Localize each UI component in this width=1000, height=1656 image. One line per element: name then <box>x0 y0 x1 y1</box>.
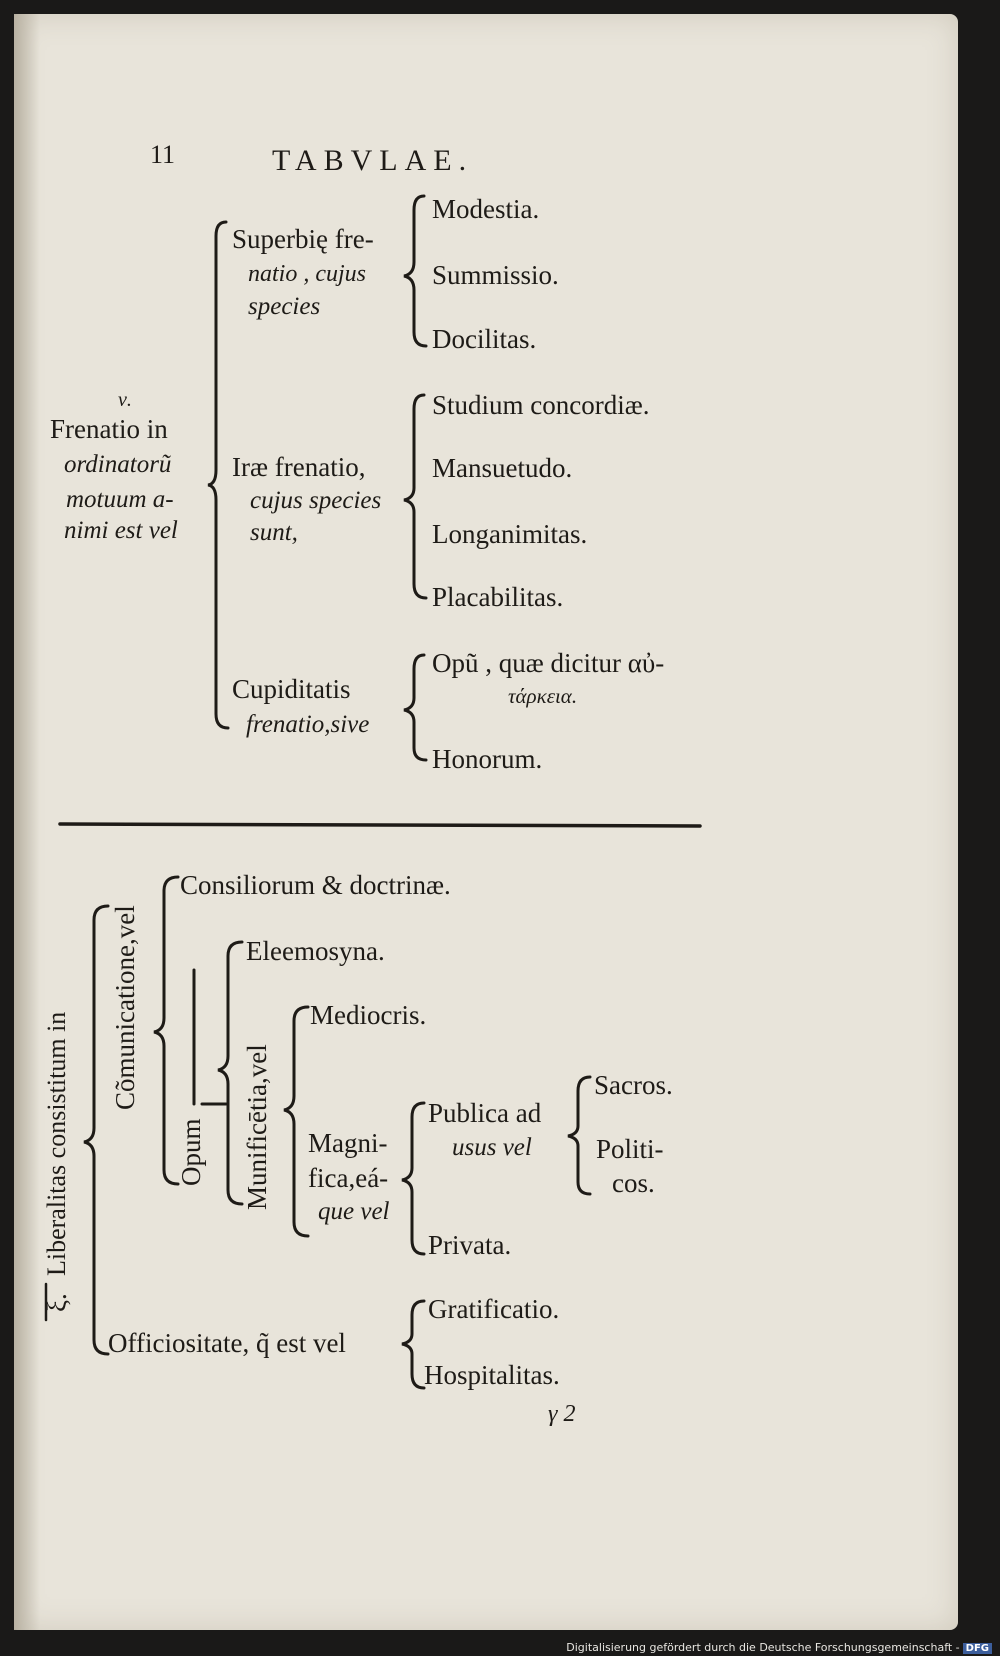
brace-mediocris-magnifica <box>283 1005 310 1238</box>
page-title: TABVLAE. <box>272 144 474 177</box>
politicos-line-1: Politi- <box>596 1134 664 1164</box>
magnifica-line-1: Magni- <box>308 1128 388 1158</box>
brace-munificentia <box>217 940 244 1206</box>
politicos-line-2: cos. <box>612 1168 655 1198</box>
superbia-line-1: Superbię fre- <box>232 224 374 254</box>
superbia-line-3: species <box>248 293 321 320</box>
brace-publica-privata <box>401 1101 426 1256</box>
book-page <box>14 14 958 1630</box>
cupiditas-line-1: Cupiditatis <box>232 674 351 704</box>
item-mansuetudo: Mansuetudo. <box>432 453 573 483</box>
dfg-logo-icon: DFG <box>962 1643 992 1654</box>
item-longanimitas: Longanimitas. <box>432 519 588 549</box>
item-docilitas: Docilitas. <box>432 324 537 354</box>
footer-credit-text: Digitalisierung gefördert durch die Deut… <box>566 1641 960 1654</box>
munificentia-label: Munificētia,vel <box>242 1044 272 1210</box>
magnifica-line-2: fica,eá- <box>308 1163 389 1193</box>
item-sacros: Sacros. <box>594 1070 673 1100</box>
opum-label: Opum <box>176 1118 206 1187</box>
item-placabilitas: Placabilitas. <box>432 582 564 612</box>
separator-rule <box>58 822 702 828</box>
liberalitas-root: Liberalitas consistitum in <box>42 1011 71 1276</box>
superbia-line-2: natio , cujus <box>248 261 366 287</box>
item-consiliorum: Consiliorum & doctrinæ. <box>180 870 451 900</box>
brace-frenatio <box>207 220 230 730</box>
item-mediocris: Mediocris. <box>310 1000 427 1030</box>
root-line-4: nimi est vel <box>64 517 178 544</box>
signature-mark: γ 2 <box>548 1401 576 1427</box>
item-honorum: Honorum. <box>432 744 543 774</box>
item-summissio: Summissio. <box>432 260 559 290</box>
root-line-1: Frenatio in <box>50 414 168 444</box>
item-opum-autarkeia: Opũ , quæ dicitur αὐ- <box>432 648 665 678</box>
ira-line-3: sunt, <box>250 519 298 546</box>
brace-liberalitas <box>83 904 110 1356</box>
brace-sacros-politicos <box>567 1075 592 1196</box>
ira-line-1: Iræ frenatio, <box>232 452 366 482</box>
brace-superbie <box>403 194 428 348</box>
communicatione-label: Cõmunicatione,vel <box>110 905 140 1110</box>
item-privata: Privata. <box>428 1230 512 1260</box>
liberalitas-label: Liberalitas consistitum in <box>42 1011 71 1276</box>
root-line-3: motuum a- <box>66 486 174 513</box>
brace-officiositate <box>401 1299 426 1390</box>
item-hospitalitas: Hospitalitas. <box>424 1360 560 1390</box>
publica-line-1: Publica ad <box>428 1098 542 1128</box>
item-studium: Studium concordiæ. <box>432 390 650 420</box>
brace-ira <box>403 393 428 600</box>
brace-communicatione <box>153 875 180 1186</box>
section-marker-xi: ξ. <box>42 1293 72 1312</box>
root-line-2: ordinatorũ <box>64 451 172 478</box>
page-number: 11 <box>150 140 176 169</box>
item-gratificatio: Gratificatio. <box>428 1294 560 1324</box>
cupiditas-line-2: frenatio,sive <box>246 711 370 738</box>
item-autarkeia-cont: τάρκεια. <box>508 684 578 708</box>
publica-line-2: usus vel <box>452 1134 532 1161</box>
page-spine-shadow <box>14 14 40 1630</box>
ira-line-2: cujus species <box>250 487 382 514</box>
item-eleemosyna: Eleemosyna. <box>246 936 385 966</box>
footer-credit: Digitalisierung gefördert durch die Deut… <box>566 1641 992 1654</box>
brace-cupiditatis <box>403 653 428 762</box>
section-marker-nu: ν. <box>118 389 132 411</box>
magnifica-line-3: que vel <box>318 1198 390 1225</box>
officiositate-label: Officiositate, q̃ est vel <box>108 1328 346 1358</box>
item-modestia: Modestia. <box>432 194 540 224</box>
